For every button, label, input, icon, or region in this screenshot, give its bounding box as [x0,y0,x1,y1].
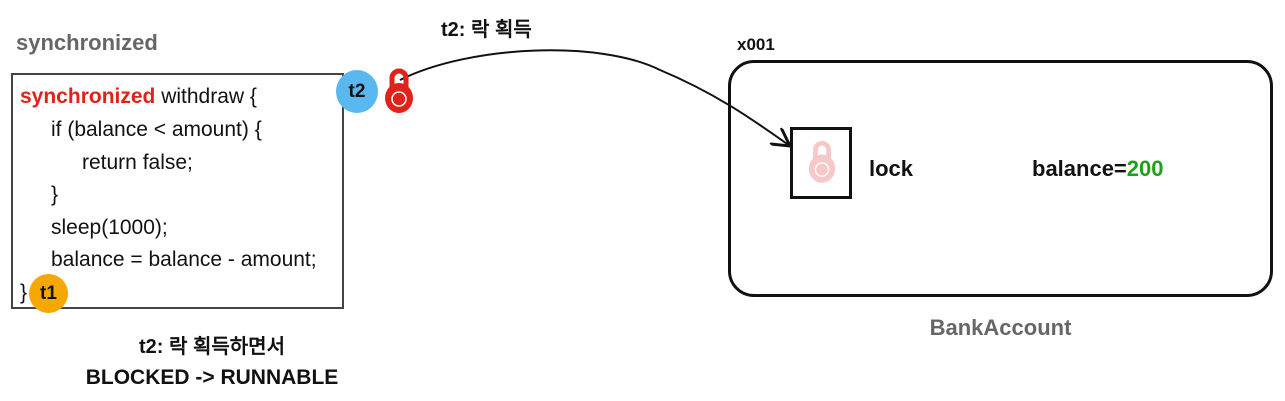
code-line-3: } [51,183,59,206]
arrow-label: t2: 락 획득 [441,19,532,41]
caption-line-1: t2: 락 획득하면서 [139,336,285,358]
faded-lock-icon [808,140,836,183]
balance-value: 200 [1126,156,1164,181]
code-line-5: balance = balance - amount; [51,248,317,271]
section-title: synchronized [16,30,158,55]
caption-line-2: BLOCKED -> RUNNABLE [85,366,339,389]
lock-slot [790,127,852,199]
code-line-1: if (balance < amount) { [51,118,262,141]
thread-t1-badge: t1 [29,274,68,313]
lock-label: lock [869,156,914,181]
class-name: BankAccount [929,315,1072,340]
code-line-6: } [20,281,28,304]
synchronized-keyword: synchronized [20,85,156,108]
code-line-0: synchronized withdraw { [20,86,257,107]
balance-field: balance=200 [1032,156,1164,182]
object-address: x001 [737,35,775,54]
balance-label: balance= [1032,156,1127,181]
thread-t2-badge: t2 [336,70,378,113]
code-line-2: return false; [82,151,193,174]
code-block [11,73,344,309]
bank-account-object [728,60,1273,297]
method-signature: withdraw { [155,85,257,108]
lock-icon [385,68,413,113]
code-line-4: sleep(1000); [51,216,168,239]
